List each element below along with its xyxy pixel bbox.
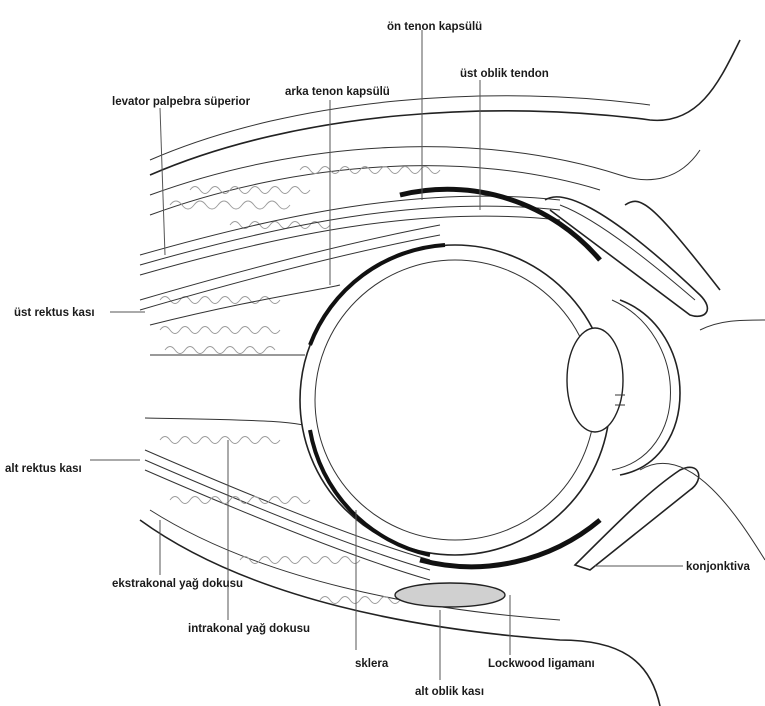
label-levator: levator palpebra süperior <box>112 96 251 108</box>
label-on-tenon: ön tenon kapsülü <box>387 21 482 33</box>
label-ust-rektus: üst rektus kası <box>14 307 95 319</box>
label-arka-tenon: arka tenon kapsülü <box>285 86 390 98</box>
label-lockwood: Lockwood ligamanı <box>488 658 595 670</box>
eyeball <box>300 189 610 566</box>
label-intrakonal: intrakonal yağ dokusu <box>188 623 310 635</box>
label-ekstrakonal: ekstrakonal yağ dokusu <box>112 578 243 590</box>
label-ust-oblik: üst oblik tendon <box>460 68 549 80</box>
label-konjonktiva: konjonktiva <box>686 561 751 573</box>
label-alt-rektus: alt rektus kası <box>5 463 82 475</box>
inferior-oblique-muscle <box>395 583 505 607</box>
label-alt-oblik: alt oblik kası <box>415 686 484 698</box>
label-sklera: sklera <box>355 658 389 670</box>
